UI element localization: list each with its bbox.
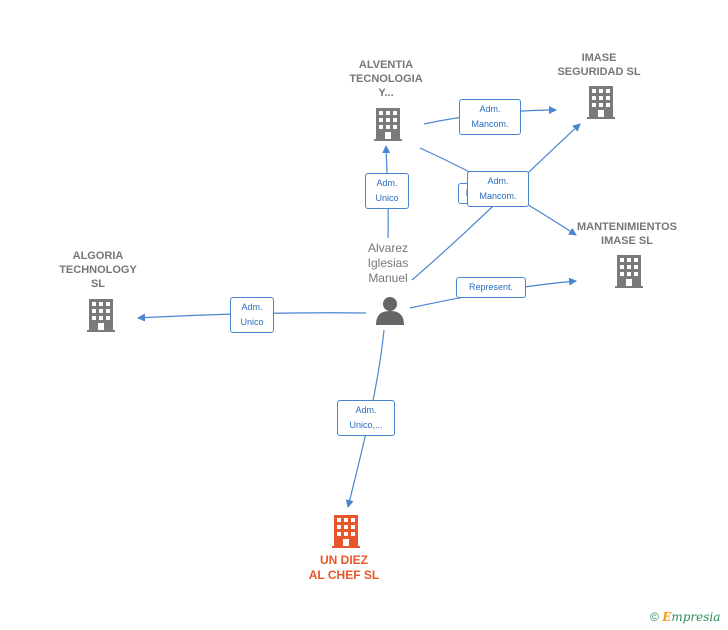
edge-label-to-undiez[interactable]: Adm. Unico,... xyxy=(337,400,395,436)
alventia-building-icon xyxy=(374,108,402,141)
edge-label-alventia-imase[interactable]: Adm. Mancom. xyxy=(459,99,521,135)
edge-label-to-algoria[interactable]: Adm. Unico xyxy=(230,297,274,333)
algoria-building-icon xyxy=(87,299,115,332)
copyright-icon: © xyxy=(650,610,659,624)
undiez-building-icon xyxy=(332,515,360,548)
mantenimientos-building-icon xyxy=(615,255,643,288)
edge-label-to-mantenimientos[interactable]: Represent. xyxy=(456,277,526,298)
node-label-alventia[interactable]: ALVENTIA TECNOLOGIA Y... xyxy=(349,59,423,99)
imase-seguridad-building-icon xyxy=(587,86,615,119)
edge-label-to-alventia[interactable]: Adm. Unico xyxy=(365,173,409,209)
node-label-imase-seguridad[interactable]: IMASE SEGURIDAD SL xyxy=(557,52,641,78)
node-label-mantenimientos[interactable]: MANTENIMIENTOS IMASE SL xyxy=(576,221,678,247)
person-icon xyxy=(376,297,404,325)
node-label-person[interactable]: Alvarez Iglesias Manuel xyxy=(367,241,409,285)
brand-logo: Empresia xyxy=(662,610,721,624)
edge-label-to-imase[interactable]: Adm. Mancom. xyxy=(467,171,529,207)
node-label-algoria[interactable]: ALGORIA TECHNOLOGY SL xyxy=(59,250,137,290)
footer-brand[interactable]: © Empresia xyxy=(650,610,720,624)
node-label-undiez[interactable]: UN DIEZ AL CHEF SL xyxy=(308,553,380,582)
